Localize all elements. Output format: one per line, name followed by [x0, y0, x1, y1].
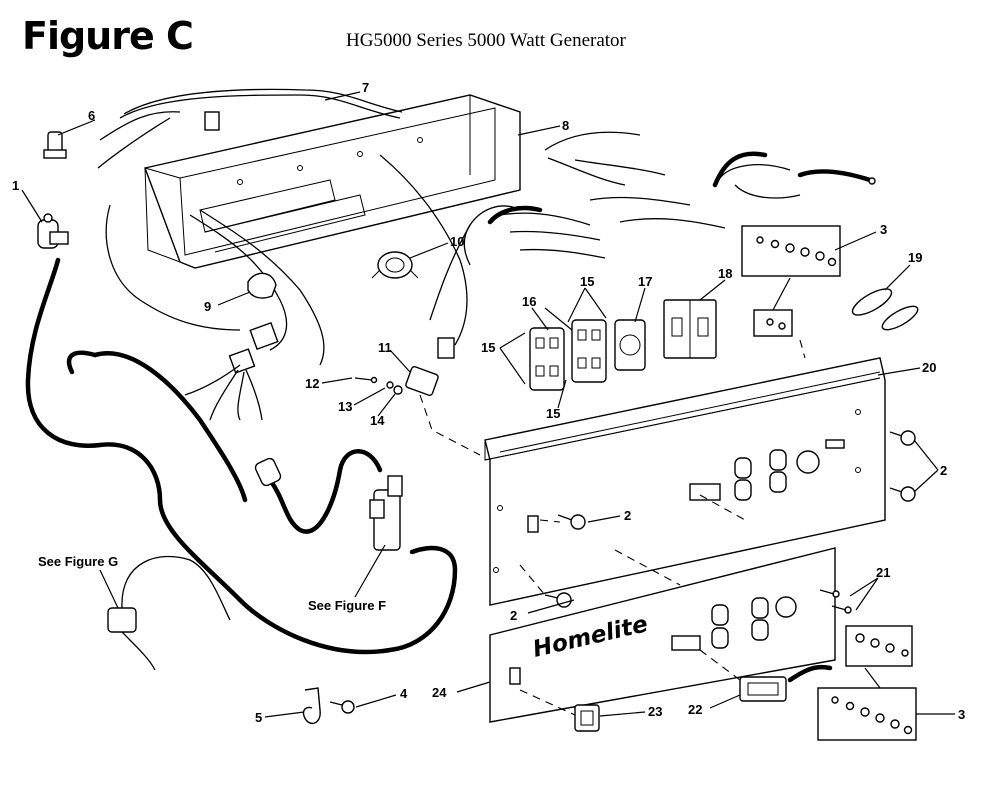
callout-8: 8 [562, 118, 569, 133]
callout-3-top: 3 [880, 222, 887, 237]
callout-7: 7 [362, 80, 369, 95]
assembly-lines [419, 339, 806, 716]
part-14-nut [393, 385, 403, 395]
callout-5: 5 [255, 710, 262, 725]
part-24-front-panel: Homelite [489, 547, 836, 723]
callout-19: 19 [908, 250, 922, 265]
callout-24: 24 [432, 685, 447, 700]
leader-lines [21, 91, 955, 718]
control-box-housing [144, 94, 521, 269]
part-1-solenoid [37, 213, 69, 249]
callout-labels: 1 6 7 8 9 10 11 12 13 14 16 15 15 15 17 … [12, 80, 965, 725]
callout-3-bottom: 3 [958, 707, 965, 722]
see-figure-g-label: See Figure G [38, 554, 118, 569]
callout-21: 21 [876, 565, 890, 580]
wire-leads [499, 131, 876, 259]
figure-title: Figure C [22, 14, 194, 58]
part-13-washer [386, 381, 394, 389]
part-coil-see-f [254, 457, 403, 551]
part-9-grommet [247, 272, 277, 299]
part-20-panel [484, 357, 886, 606]
callout-1: 1 [12, 178, 19, 193]
part-4-screw [329, 700, 355, 714]
callout-13: 13 [338, 399, 352, 414]
callout-18: 18 [718, 266, 732, 281]
callout-10: 10 [450, 234, 464, 249]
figure-subtitle: HG5000 Series 5000 Watt Generator [346, 30, 626, 51]
part-12-screw [354, 376, 378, 384]
callout-2-left: 2 [510, 608, 517, 623]
part-23-rocker-switch [574, 704, 600, 732]
callout-15-left: 15 [481, 340, 495, 355]
part-21-screws [819, 589, 852, 614]
part-6-terminal [43, 131, 67, 159]
callout-17: 17 [638, 274, 652, 289]
part-10-boot [371, 251, 419, 279]
see-figure-f-label: See Figure F [308, 598, 386, 613]
wiring-harness [97, 88, 521, 421]
callout-23: 23 [648, 704, 662, 719]
part-16-receptacles [529, 319, 607, 391]
callout-2-mid: 2 [624, 508, 631, 523]
callout-15-bottom: 15 [546, 406, 560, 421]
power-cables [25, 205, 833, 683]
part-5-clamp [302, 687, 321, 725]
callout-14: 14 [370, 413, 385, 428]
part-19-wire-ties [851, 288, 919, 331]
callout-9: 9 [204, 299, 211, 314]
callout-12: 12 [305, 376, 319, 391]
callout-11: 11 [378, 340, 392, 355]
part-switch-see-g [107, 555, 231, 671]
callout-22: 22 [688, 702, 702, 717]
part-11-switch [405, 366, 439, 396]
part-3-hardware-kit-top [741, 225, 841, 337]
callout-15-top: 15 [580, 274, 594, 289]
callout-4: 4 [400, 686, 408, 701]
callout-2-right: 2 [940, 463, 947, 478]
part-3-hardware-kit-lower [817, 625, 917, 741]
callout-16: 16 [522, 294, 536, 309]
callout-6: 6 [88, 108, 95, 123]
part-18-circuit-breaker [663, 299, 717, 359]
callout-20: 20 [922, 360, 936, 375]
part-17-twist-lock-receptacle [614, 319, 646, 371]
part-22-meter [739, 676, 787, 702]
